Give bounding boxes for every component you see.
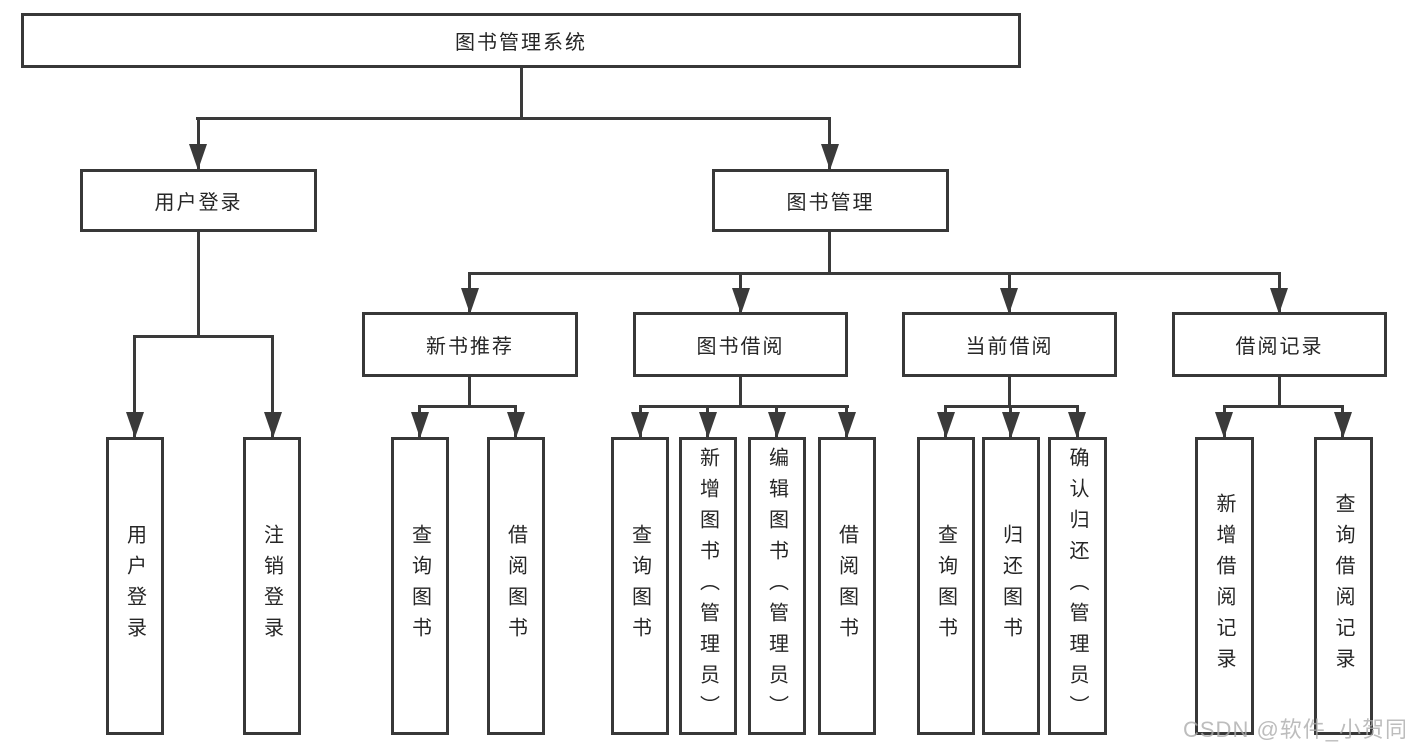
connector-user-login-stem [197,230,200,338]
leaf-query-books-current: 查询图书 [917,437,975,735]
node-new-book-recommend: 新书推荐 [362,312,578,377]
connector-borrow-records-stem [1278,375,1281,408]
arrow-down-icon [507,412,525,438]
leaf-query-books-recommend: 查询图书 [391,437,449,735]
connector-borrow-records-bus [1223,405,1344,408]
node-label: 确认归还（管理员） [1066,446,1088,726]
connector-new-book-stem [468,375,471,408]
node-label: 注销登录 [260,524,283,648]
arrow-down-icon [126,412,144,438]
connector-drop-user-login [197,117,200,169]
leaf-edit-book-admin: 编辑图书（管理员） [748,437,806,735]
node-label: 查询图书 [408,524,431,648]
leaf-confirm-return-admin: 确认归还（管理员） [1048,437,1107,735]
node-book-borrow: 图书借阅 [633,312,848,377]
leaf-query-books-borrow: 查询图书 [611,437,669,735]
arrow-down-icon [732,288,750,314]
node-label: 借阅记录 [1235,336,1324,358]
arrow-down-icon [631,412,649,438]
leaf-return-book: 归还图书 [982,437,1040,735]
connector-drop-book-management [828,117,831,169]
connector-user-login-bus [133,335,274,338]
node-root: 图书管理系统 [21,13,1021,68]
leaf-borrow-books: 借阅图书 [818,437,876,735]
arrow-down-icon [838,412,856,438]
connector-book-borrow-stem [739,375,742,408]
connector-book-borrow-bus [639,405,849,408]
arrow-down-icon [461,288,479,314]
arrow-down-icon [937,412,955,438]
csdn-watermark: CSDN @软件_小贺同学 [1183,717,1405,742]
connector-new-book-bus [418,405,517,408]
leaf-user-login: 用户登录 [106,437,164,735]
arrow-down-icon [189,144,207,170]
arrow-down-icon [264,412,282,438]
arrow-down-icon [1000,288,1018,314]
node-label: 新增图书（管理员） [696,446,719,726]
node-borrow-records: 借阅记录 [1172,312,1387,377]
connector-root-bus [196,117,831,120]
node-label: 归还图书 [999,524,1022,648]
node-label: 查询图书 [934,524,957,648]
node-label: 当前借阅 [965,336,1054,358]
leaf-query-borrow-record: 查询借阅记录 [1314,437,1373,735]
arrow-down-icon [1215,412,1233,438]
node-label: 图书管理 [786,192,875,214]
arrow-down-icon [699,412,717,438]
connector-drop-leaf [133,335,136,438]
connector-root-stem [520,66,523,120]
arrow-down-icon [1002,412,1020,438]
node-label: 用户登录 [123,524,146,648]
connector-current-borrow-stem [1008,375,1011,408]
node-label: 新书推荐 [426,336,514,358]
node-label: 借阅图书 [504,524,527,648]
arrow-down-icon [1334,412,1352,438]
node-label: 查询借阅记录 [1332,493,1354,679]
leaf-add-borrow-record: 新增借阅记录 [1195,437,1254,735]
arrow-down-icon [768,412,786,438]
arrow-down-icon [1068,412,1086,438]
leaf-add-book-admin: 新增图书（管理员） [679,437,737,735]
node-label: 用户登录 [154,192,243,214]
leaf-logout: 注销登录 [243,437,301,735]
node-book-management: 图书管理 [712,169,949,232]
arrow-down-icon [1270,288,1288,314]
arrow-down-icon [821,144,839,170]
node-label: 借阅图书 [835,524,858,648]
node-label: 新增借阅记录 [1213,493,1235,679]
connector-drop-leaf [271,335,274,438]
node-label: 图书借阅 [696,336,785,358]
node-label: 查询图书 [628,524,651,648]
connector-book-management-bus [468,272,1280,275]
leaf-borrow-books-recommend: 借阅图书 [487,437,545,735]
connector-book-management-stem [828,230,831,275]
node-current-borrow: 当前借阅 [902,312,1117,377]
arrow-down-icon [411,412,429,438]
node-label: 图书管理系统 [455,32,587,54]
node-user-login: 用户登录 [80,169,317,232]
node-label: 编辑图书（管理员） [765,446,788,726]
